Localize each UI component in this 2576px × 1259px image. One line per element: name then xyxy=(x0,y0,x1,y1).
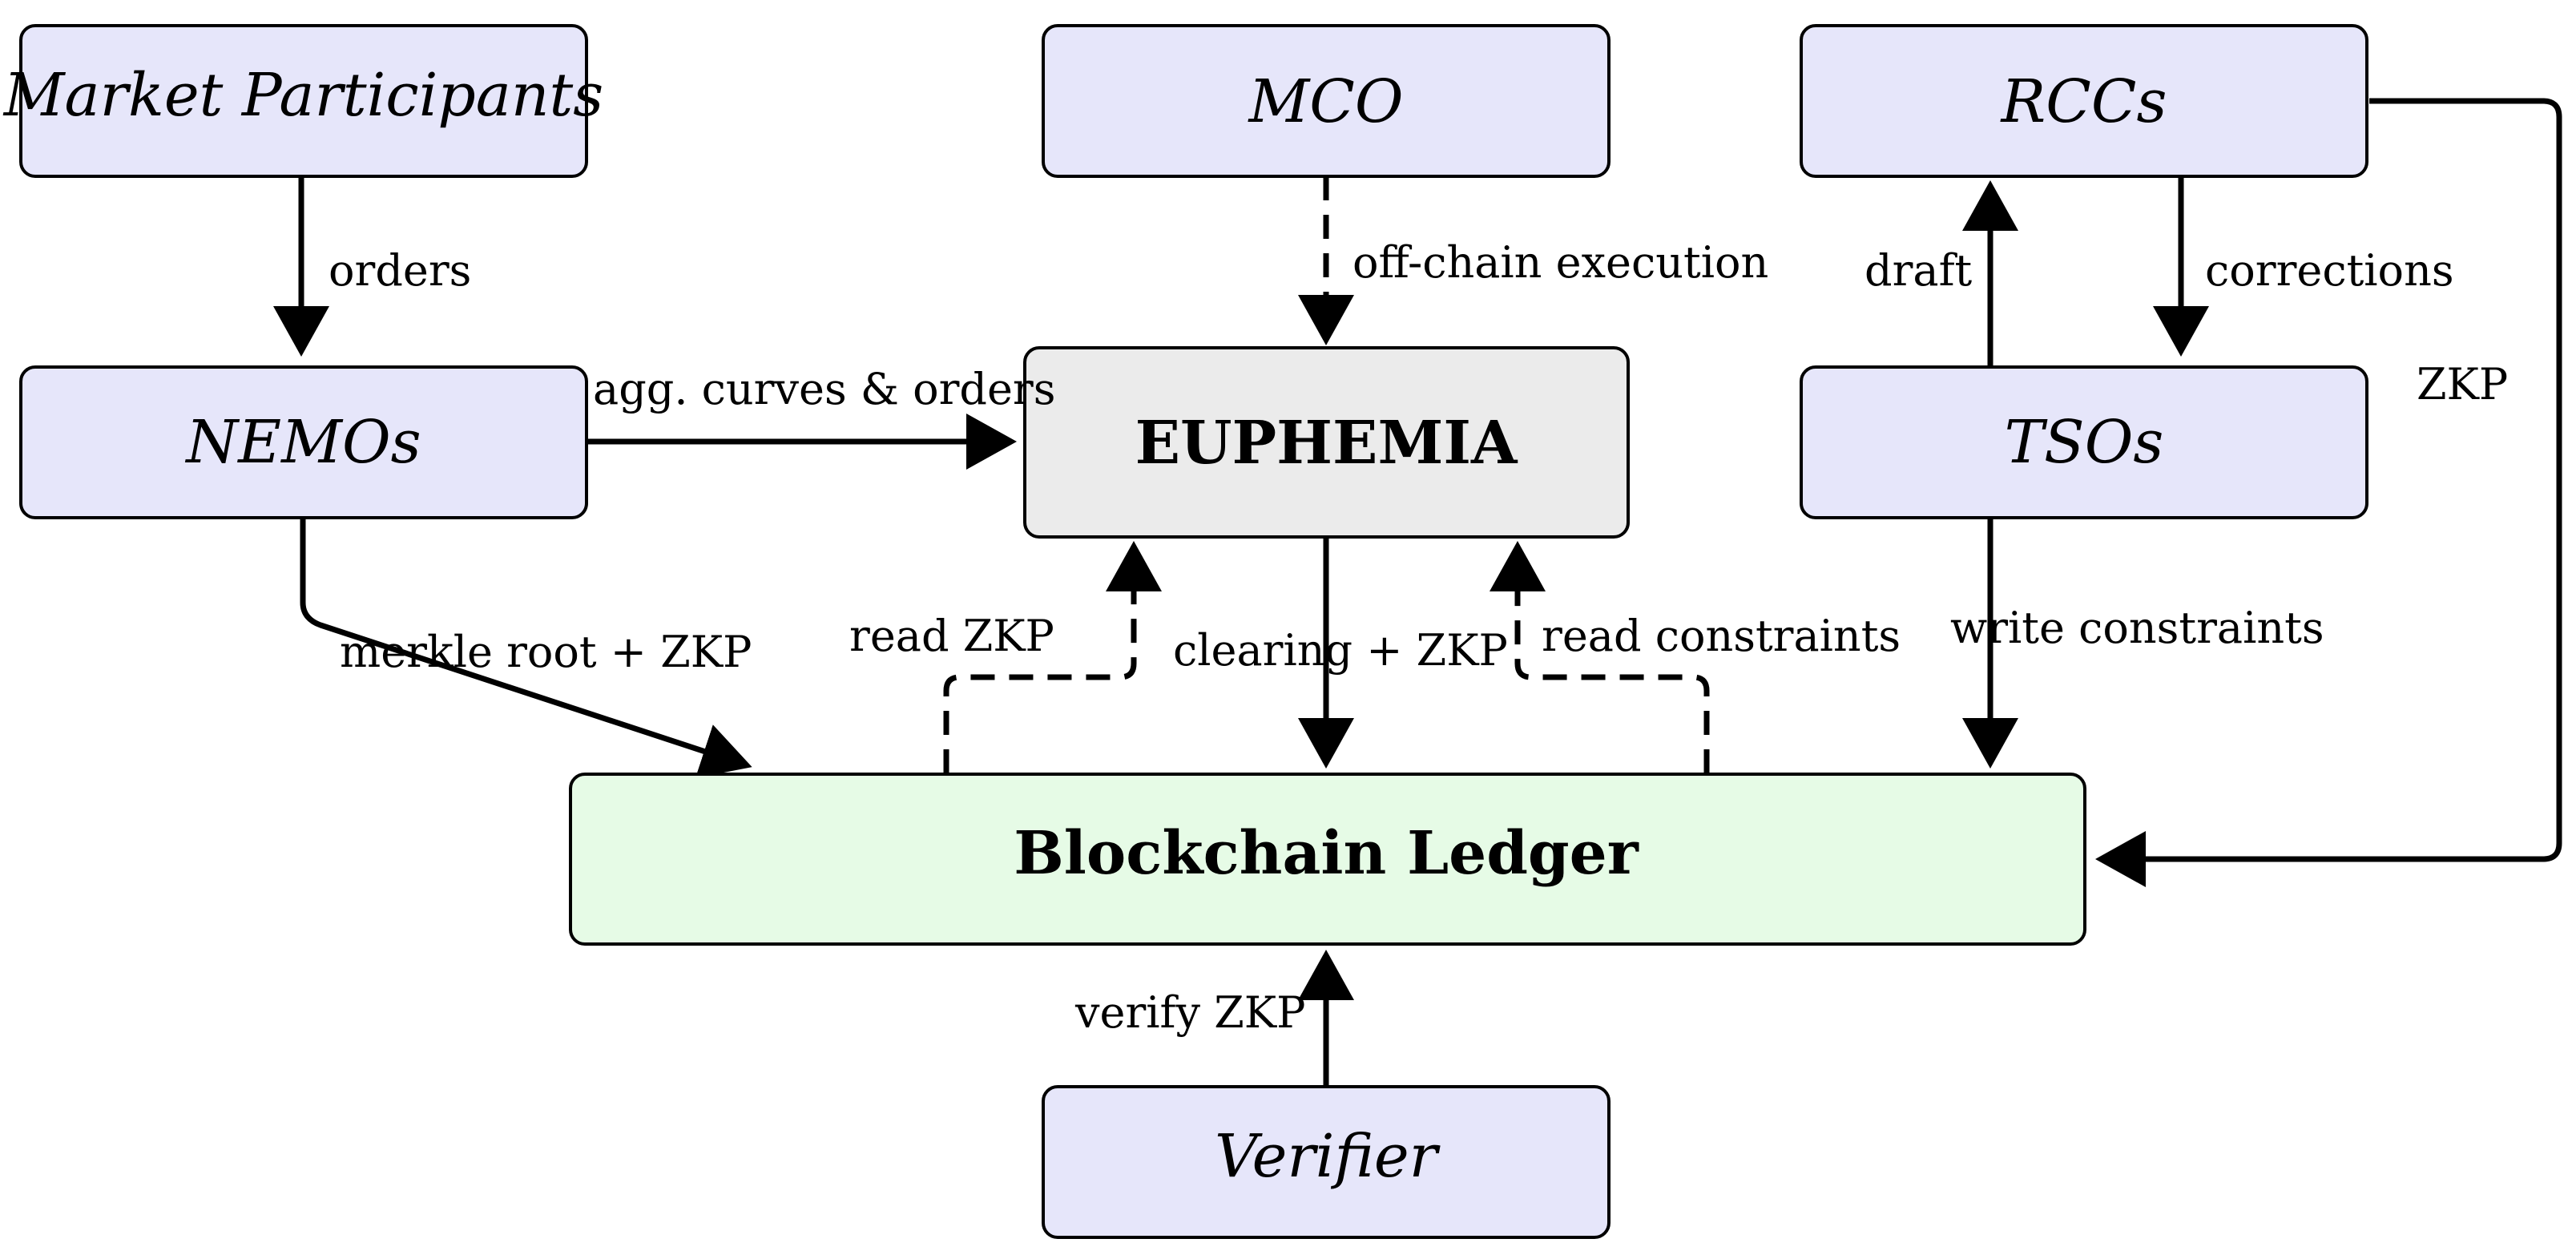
node-mco-label: MCO xyxy=(1247,67,1403,136)
node-tsos-label: TSOs xyxy=(2005,408,2164,477)
node-nemos-label: NEMOs xyxy=(184,408,421,477)
node-euphemia: EUPHEMIA xyxy=(1023,346,1630,539)
node-verifier-label: Verifier xyxy=(1215,1122,1441,1191)
label-zkp: ZKP xyxy=(2417,359,2508,410)
node-verifier: Verifier xyxy=(1042,1085,1611,1239)
label-read-zkp: read ZKP xyxy=(849,611,1054,661)
node-rccs: RCCs xyxy=(1800,24,2368,178)
edge-zkp xyxy=(2095,98,2562,887)
label-off-chain-execution: off-chain execution xyxy=(1353,237,1768,288)
label-merkle-root-zkp: merkle root + ZKP xyxy=(340,627,752,677)
label-orders: orders xyxy=(329,245,471,296)
node-nemos: NEMOs xyxy=(19,365,588,519)
label-agg-curves-orders: agg. curves & orders xyxy=(593,364,1055,414)
node-rccs-label: RCCs xyxy=(2000,67,2167,136)
label-read-constraints: read constraints xyxy=(1542,611,1901,661)
node-euphemia-label: EUPHEMIA xyxy=(1135,409,1518,478)
label-clearing-zkp: clearing + ZKP xyxy=(1173,625,1508,676)
node-market-participants: Market Participants xyxy=(2,24,604,178)
label-write-constraints: write constraints xyxy=(1950,603,2324,653)
node-market-participants-label: Market Participants xyxy=(2,61,604,130)
edge-read-zkp xyxy=(943,541,1162,773)
edge-read-constraints xyxy=(1490,541,1710,773)
label-corrections: corrections xyxy=(2205,245,2454,296)
edge-merkle-root-zkp xyxy=(300,518,752,778)
label-verify-zkp: verify ZKP xyxy=(1074,987,1305,1038)
label-draft: draft xyxy=(1864,245,1973,296)
node-tsos: TSOs xyxy=(1800,365,2368,519)
node-mco: MCO xyxy=(1042,24,1611,178)
node-blockchain-ledger: Blockchain Ledger xyxy=(569,773,2086,946)
node-blockchain-ledger-label: Blockchain Ledger xyxy=(1014,819,1639,888)
